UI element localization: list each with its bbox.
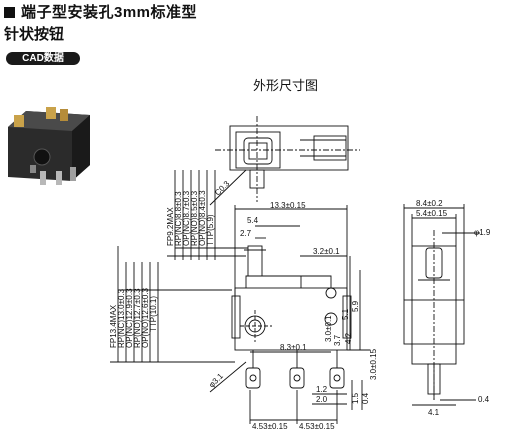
cad-data-button[interactable]: CAD数据 xyxy=(6,52,80,65)
product-photo xyxy=(8,107,90,185)
dim-4-1: 4.1 xyxy=(428,408,440,417)
page-title-text: 端子型安装孔3mm标准型 xyxy=(21,4,198,21)
dim-fp-max: FP9.2MAX xyxy=(166,207,175,246)
dimension-drawing: C0.3 13.3±0.15 5.4 2.7 3.2±0.1 FP9.2MAX … xyxy=(109,116,491,431)
dim-2-0: 2.0 xyxy=(316,395,328,404)
dim-c03: C0.3 xyxy=(213,179,232,198)
dim-8-4: 8.4±0.2 xyxy=(416,199,443,208)
dim-op-no-12: OP(NO)12.6±0.3 xyxy=(141,287,150,348)
dim-0-4b: 0.4 xyxy=(478,395,490,404)
dim-2-7: 2.7 xyxy=(240,229,252,238)
dim-op-nc-12: OP(NC)12.9±0.3 xyxy=(125,288,134,348)
dim-op-nc-top: OP(NC)8.7±0.3 xyxy=(182,190,191,246)
terminal-3 xyxy=(329,367,345,389)
drawing-section-title: 外形尺寸图 xyxy=(253,78,319,93)
dim-total-width: 13.3±0.15 xyxy=(270,201,306,210)
dim-0-4: 0.4 xyxy=(361,392,370,404)
dim-8-3: 8.3±0.1 xyxy=(280,343,307,352)
dim-4-2: 4.2 xyxy=(344,332,353,344)
dim-rp-nc-top: RP(NC)8.8±0.3 xyxy=(174,191,183,246)
dim-1-5: 1.5 xyxy=(351,392,360,404)
dim-ttp-side: TTP(10.1) xyxy=(149,296,158,332)
dim-pitch-right: 4.53±0.15 xyxy=(299,422,335,431)
dim-3-0b: 3.0±0.15 xyxy=(369,348,378,380)
dim-rp-no-12: RP(NO)12.7±0.3 xyxy=(133,288,142,348)
terminal-2 xyxy=(289,367,305,389)
dim-ttp-top: TTP(5.9) xyxy=(206,214,215,246)
dim-pitch-left: 4.53±0.15 xyxy=(252,422,288,431)
page-subtitle: 针状按钮 xyxy=(4,26,65,43)
dim-3-0: 3.0±0.1 xyxy=(324,315,333,342)
dim-3-7: 3.7 xyxy=(333,334,342,346)
front-view-body xyxy=(234,287,348,351)
dim-pin-dia: φ1.9 xyxy=(474,228,491,237)
dim-rp-no-top: RP(NO)8.5±0.3 xyxy=(190,190,199,246)
page-title: 端子型安装孔3mm标准型 xyxy=(4,3,197,22)
dim-fp-13-4: FP13.4MAX xyxy=(109,304,118,348)
dim-5-9: 5.9 xyxy=(351,300,360,312)
top-view-body xyxy=(229,125,349,171)
dim-rp-nc-13: RP(NC)13.0±0.3 xyxy=(117,288,126,348)
dim-5-4: 5.4 xyxy=(247,216,259,225)
terminal-1 xyxy=(245,367,261,389)
title-bullet-icon xyxy=(4,7,15,18)
dim-1-2: 1.2 xyxy=(316,385,328,394)
dim-5-4b: 5.4±0.15 xyxy=(416,209,448,218)
dim-3-2: 3.2±0.1 xyxy=(313,247,340,256)
dim-5-1: 5.1 xyxy=(341,308,350,320)
dim-op-no-top: OP(NO)8.4±0.3 xyxy=(198,190,207,246)
